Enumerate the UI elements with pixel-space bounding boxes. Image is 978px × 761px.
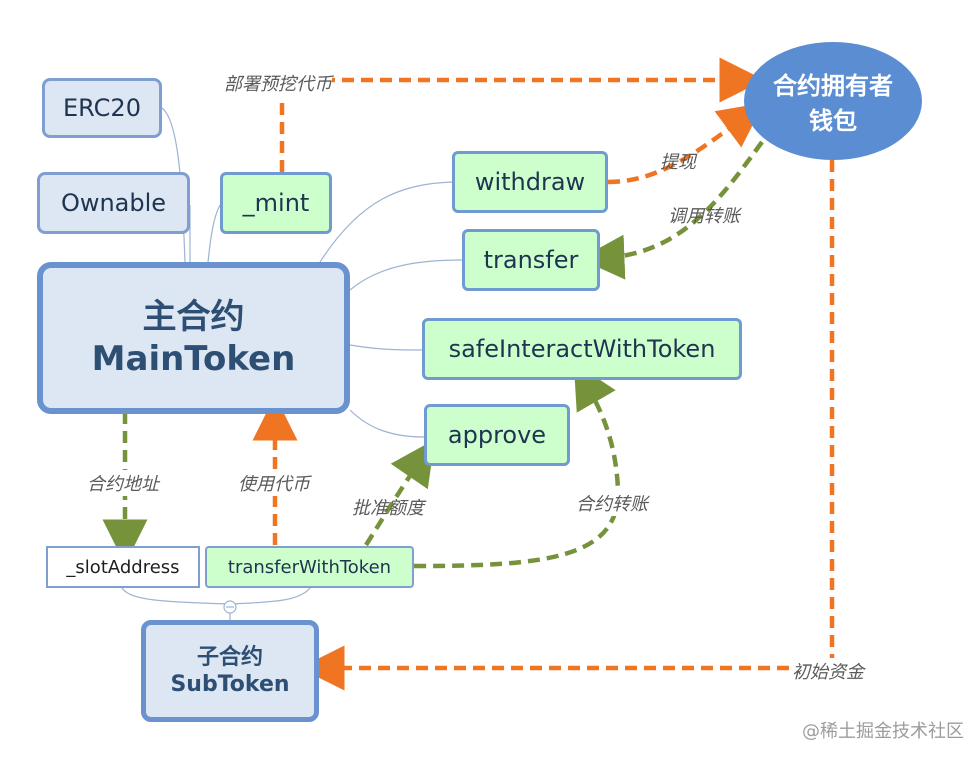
label-contract-transfer: 合约转账 [576,490,648,516]
wallet-line1: 合约拥有者 [773,72,893,100]
link-withdraw [319,181,453,263]
label-withdraw: 提现 [660,152,696,173]
label-use-token: 使用代币 [238,470,310,496]
arrow-approve-quota [364,439,435,547]
node-owner-wallet[interactable]: 合约拥有者 钱包 [744,42,922,160]
node-sub-token[interactable]: 子合约 SubToken [141,620,319,722]
label-initial-funds: 初始资金 [792,658,864,684]
main-token-en-label: MainToken [91,339,296,379]
wallet-line2: 钱包 [809,107,857,135]
link-erc20 [161,107,186,263]
node-withdraw[interactable]: withdraw [452,151,608,213]
main-token-cn-label: 主合约 [142,296,245,337]
node-transfer-with-token[interactable]: transferWithToken [205,546,414,588]
link-mint [207,204,221,263]
node-approve[interactable]: approve [424,404,570,466]
watermark: @稀土掘金技术社区 [802,721,964,742]
node-ownable[interactable]: Ownable [37,172,190,234]
arrow-withdraw [607,102,765,185]
label-deploy-mint: 部署预挖代币 [224,70,332,96]
label-call-transfer: 调用转账 [668,206,740,227]
node-safe-interact[interactable]: safeInteractWithToken [422,318,742,380]
arrow-call-transfer [579,140,764,280]
node-erc20[interactable]: ERC20 [42,78,162,138]
sub-token-cn-label: 子合约 [196,644,263,670]
link-transfer [349,259,463,291]
node-mint[interactable]: _mint [220,172,332,234]
link-safe [349,344,423,351]
node-main-token[interactable]: 主合约 MainToken [37,262,350,414]
arrow-deploy-mint [279,57,765,172]
link-approve [349,409,425,438]
sub-token-en-label: SubToken [170,672,290,697]
node-slot-address[interactable]: _slotAddress [46,546,200,588]
link-slot [121,587,231,605]
arrow-initial-funds [299,160,835,691]
label-approve-quota: 批准额度 [352,498,424,519]
node-transfer[interactable]: transfer [462,229,600,291]
link-twt [229,587,311,605]
label-contract-address: 合约地址 [87,470,159,496]
